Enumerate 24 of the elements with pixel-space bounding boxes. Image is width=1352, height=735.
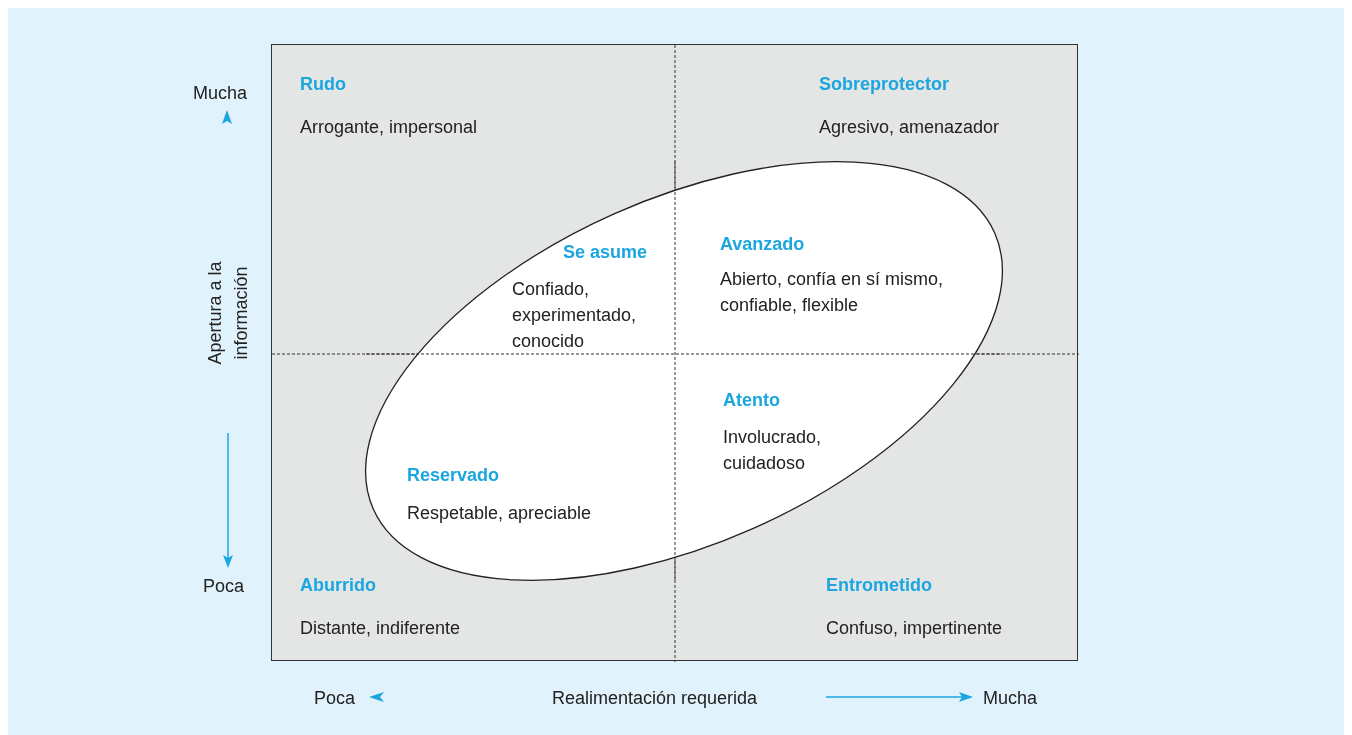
quadrant-description: Confuso, impertinente bbox=[826, 617, 1003, 640]
quadrant-heading: Atento bbox=[723, 389, 780, 412]
axis-end-label: Poca bbox=[203, 575, 245, 598]
axis-end-label: Poca bbox=[314, 687, 356, 710]
quadrant-description: Arrogante, impersonal bbox=[300, 116, 478, 139]
axis-title: Realimentación requerida bbox=[552, 687, 758, 710]
axis-end-label: Mucha bbox=[193, 82, 248, 105]
quadrant-heading: Sobreprotector bbox=[819, 73, 950, 96]
quadrant-description: Involucrado, cuidadoso bbox=[723, 426, 823, 475]
quadrant-description: Respetable, apreciable bbox=[407, 502, 592, 525]
quadrant-description: Distante, indiferente bbox=[300, 617, 461, 640]
axis-end-label: Mucha bbox=[983, 687, 1038, 710]
quadrant-description: Agresivo, amenazador bbox=[819, 116, 1000, 139]
quadrant-heading: Se asume bbox=[563, 241, 648, 264]
ellipse-region bbox=[366, 162, 1002, 580]
quadrant-heading: Aburrido bbox=[300, 574, 376, 597]
quadrant-heading: Rudo bbox=[300, 73, 346, 96]
quadrant-description: Confiado, experimentado, conocido bbox=[512, 278, 638, 353]
quadrant-description: Abierto, confía en sí mismo, confiable, flexible bbox=[720, 268, 945, 317]
quadrant-grid-box bbox=[271, 44, 1078, 661]
quadrant-heading: Avanzado bbox=[720, 233, 805, 256]
axis-title: Apertura a la información bbox=[204, 260, 252, 367]
quadrant-heading: Reservado bbox=[407, 464, 500, 487]
quadrant-heading: Entrometido bbox=[826, 574, 932, 597]
